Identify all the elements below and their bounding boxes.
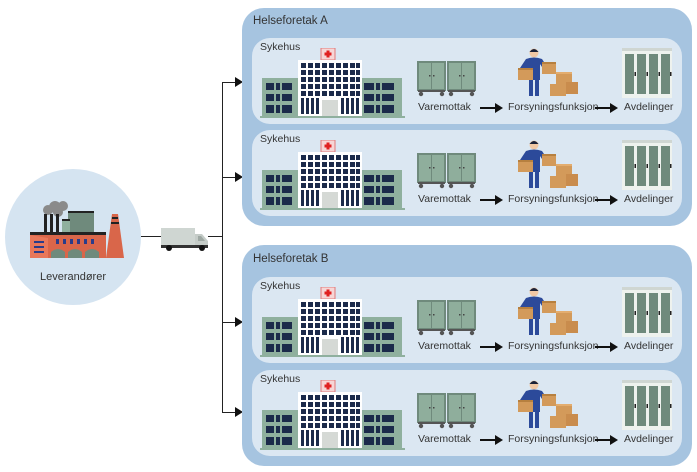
hospital-panel: Sykehus bbox=[252, 370, 682, 456]
hospital-title: Sykehus bbox=[260, 280, 301, 292]
department-cabinet-icon bbox=[622, 380, 672, 430]
step-label-supply: Forsyningsfunksjon bbox=[508, 193, 599, 205]
worker-with-boxes-icon bbox=[518, 48, 583, 98]
connector-line bbox=[222, 177, 236, 178]
flow-line bbox=[480, 346, 496, 348]
supplier-label: Leverandører bbox=[39, 271, 107, 283]
step-label-receiving: Varemottak bbox=[418, 433, 471, 445]
step-label-receiving: Varemottak bbox=[418, 340, 471, 352]
arrow-right-icon bbox=[610, 195, 618, 205]
hospital-panel: Sykehus bbox=[252, 38, 682, 124]
hospital-building-icon bbox=[260, 287, 405, 359]
worker-with-boxes-icon bbox=[518, 287, 583, 337]
factory-icon bbox=[28, 200, 128, 260]
department-cabinet-icon bbox=[622, 140, 672, 190]
org-title: Helseforetak B bbox=[253, 253, 329, 265]
hospital-building-icon bbox=[260, 48, 405, 120]
arrow-head-icon bbox=[235, 317, 243, 327]
arrow-right-icon bbox=[495, 195, 503, 205]
flow-line bbox=[480, 439, 496, 441]
flow-line bbox=[595, 439, 611, 441]
step-label-receiving: Varemottak bbox=[418, 193, 471, 205]
connector-line bbox=[222, 82, 236, 83]
flow-line bbox=[595, 107, 611, 109]
truck-icon bbox=[160, 226, 210, 252]
step-label-supply: Forsyningsfunksjon bbox=[508, 101, 599, 113]
flow-line bbox=[480, 199, 496, 201]
arrow-right-icon bbox=[495, 103, 503, 113]
department-cabinet-icon bbox=[622, 287, 672, 337]
goods-cart-icon bbox=[417, 60, 477, 98]
hospital-panel: Sykehus bbox=[252, 277, 682, 363]
flow-line bbox=[595, 199, 611, 201]
flow-line bbox=[480, 107, 496, 109]
connector-line bbox=[208, 236, 223, 237]
step-label-supply: Forsyningsfunksjon bbox=[508, 340, 599, 352]
arrow-right-icon bbox=[610, 435, 618, 445]
department-cabinet-icon bbox=[622, 48, 672, 98]
hospital-title: Sykehus bbox=[260, 373, 301, 385]
hospital-panel: Sykehus bbox=[252, 130, 682, 216]
step-label-departments: Avdelinger bbox=[624, 193, 674, 205]
connector-line bbox=[222, 322, 236, 323]
goods-cart-icon bbox=[417, 152, 477, 190]
org-b: Helseforetak B Sykehus bbox=[242, 245, 692, 466]
arrow-head-icon bbox=[235, 77, 243, 87]
arrow-head-icon bbox=[235, 407, 243, 417]
goods-cart-icon bbox=[417, 392, 477, 430]
flow-line bbox=[595, 346, 611, 348]
hospital-title: Sykehus bbox=[260, 133, 301, 145]
step-label-departments: Avdelinger bbox=[624, 101, 674, 113]
worker-with-boxes-icon bbox=[518, 140, 583, 190]
hospital-title: Sykehus bbox=[260, 41, 301, 53]
distribution-trunk bbox=[222, 82, 223, 413]
arrow-right-icon bbox=[495, 342, 503, 352]
step-label-supply: Forsyningsfunksjon bbox=[508, 433, 599, 445]
arrow-right-icon bbox=[610, 342, 618, 352]
arrow-right-icon bbox=[495, 435, 503, 445]
org-a: Helseforetak A Sykehus bbox=[242, 8, 692, 226]
connector-line bbox=[222, 412, 236, 413]
step-label-departments: Avdelinger bbox=[624, 340, 674, 352]
step-label-receiving: Varemottak bbox=[418, 101, 471, 113]
arrow-right-icon bbox=[610, 103, 618, 113]
org-title: Helseforetak A bbox=[253, 15, 328, 27]
goods-cart-icon bbox=[417, 299, 477, 337]
arrow-head-icon bbox=[235, 172, 243, 182]
hospital-building-icon bbox=[260, 140, 405, 212]
step-label-departments: Avdelinger bbox=[624, 433, 674, 445]
hospital-building-icon bbox=[260, 380, 405, 452]
worker-with-boxes-icon bbox=[518, 380, 583, 430]
connector-line bbox=[141, 236, 161, 237]
